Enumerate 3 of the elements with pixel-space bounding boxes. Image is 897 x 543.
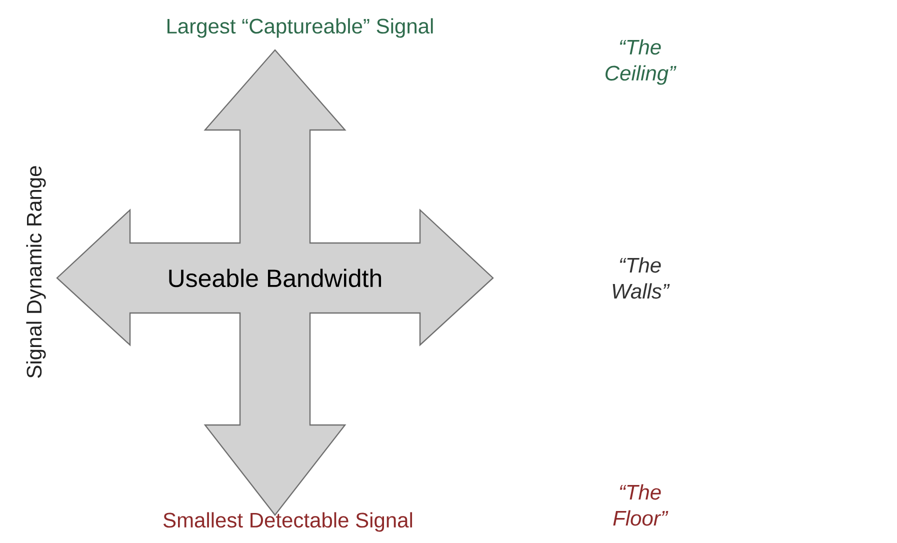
zone-label: “The Ceiling” [606, 39, 676, 85]
zone-label: “The Floor” [613, 484, 668, 526]
zone-label: “The Walls” [612, 257, 670, 299]
